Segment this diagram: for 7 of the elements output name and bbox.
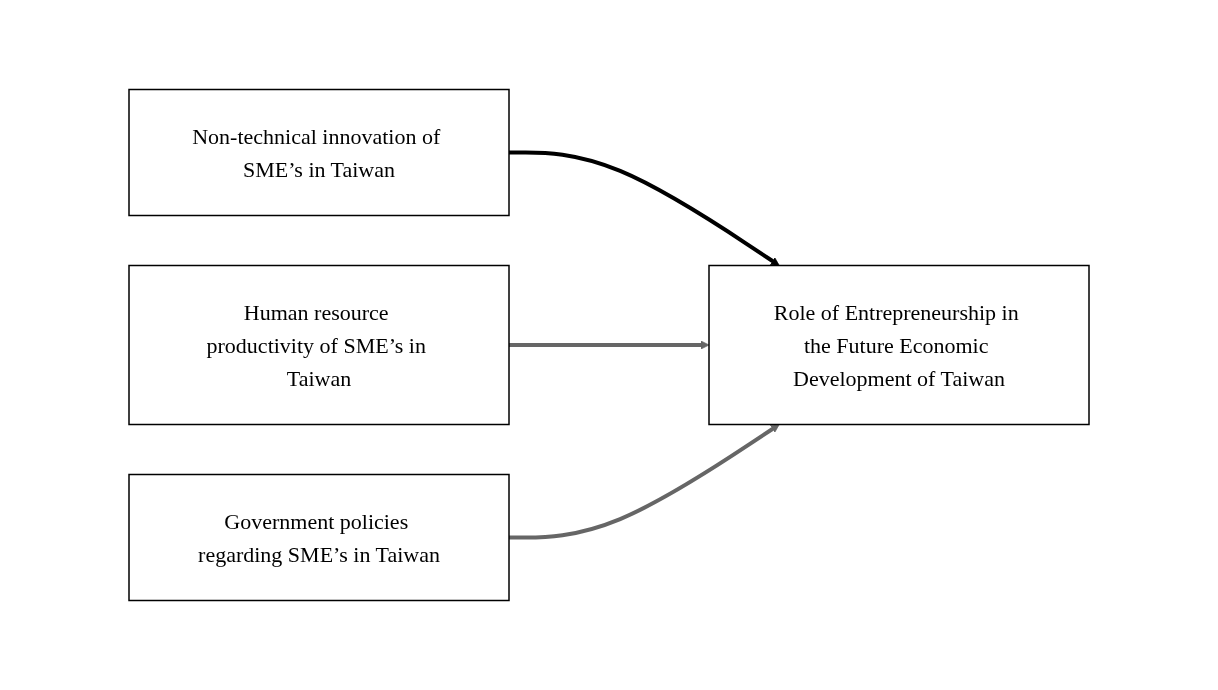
node-box: Human resource productivity of SME’s in Taiwan	[128, 264, 510, 426]
arrow	[509, 150, 780, 266]
node-box: Role of Entrepreneurship in the Future Economic Development of Taiwan	[708, 264, 1090, 426]
arrow	[509, 340, 710, 350]
node-box: Non-technical innovation of SME’s in Taiwan	[128, 88, 510, 217]
arrow	[509, 424, 780, 540]
node-box: Government policies regarding SME’s in Taiwan	[128, 473, 510, 602]
